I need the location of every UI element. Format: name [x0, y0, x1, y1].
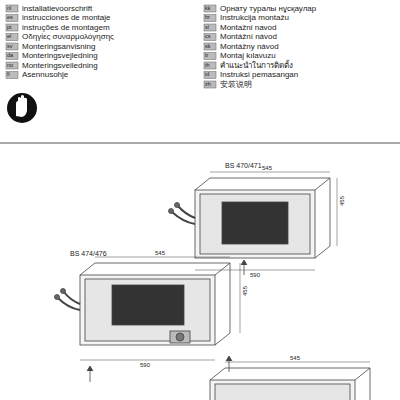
dimension-label: BS 474/476	[70, 250, 107, 257]
language-code: sl	[205, 25, 209, 31]
language-code: kk	[205, 6, 211, 12]
dimension-label: 545	[155, 250, 165, 256]
language-title: Asennusohje	[22, 71, 68, 79]
language-title: Monteringsanvisning	[22, 43, 95, 51]
language-title: คำแนะนำในการติดตั้ง	[220, 62, 293, 70]
dimension-label: 455	[339, 196, 345, 206]
language-title: instruções de montagem	[22, 24, 110, 32]
language-title: instrucciones de montaje	[22, 14, 111, 22]
language-code: da	[7, 53, 13, 59]
language-code: fi	[7, 72, 10, 78]
language-title: Οδηγίες συναρμολόγησης	[22, 33, 114, 41]
language-code: pt	[7, 25, 12, 31]
language-title: Instrukcija montažu	[220, 14, 289, 22]
language-code: nl	[7, 6, 11, 12]
language-title: Monteringsveiledning	[22, 62, 98, 70]
language-title: Montážní návod	[220, 33, 277, 41]
language-title: Орнату туралы нұсқаулар	[220, 5, 316, 13]
language-code: sv	[7, 44, 13, 50]
language-code: hr	[205, 15, 210, 21]
language-code: sk	[205, 44, 211, 50]
language-title: installatievoorschrift	[22, 5, 92, 13]
language-title: Instruksi pemasangan	[220, 71, 298, 79]
language-code: zh	[205, 82, 211, 88]
dimension-label: 455	[242, 286, 248, 296]
dimension-label: 590	[250, 272, 260, 278]
language-title: 安装说明	[220, 81, 252, 89]
language-title: Montažni navod	[220, 24, 276, 32]
language-code: no	[7, 63, 13, 69]
language-code: el	[7, 34, 11, 40]
language-code: es	[7, 15, 13, 21]
dimension-label: BS 470/471	[225, 162, 262, 169]
language-code: id	[205, 72, 209, 78]
language-code: th	[205, 63, 210, 69]
language-code: tr	[205, 53, 208, 59]
dimension-label: 590	[140, 362, 150, 368]
dimension-label: 545	[290, 355, 300, 361]
language-title: Montážny návod	[220, 43, 279, 51]
dimension-label: 545	[262, 165, 272, 171]
language-code: cs	[205, 34, 211, 40]
language-title: Monteringsvejledning	[22, 52, 98, 60]
language-title: Montaj kılavuzu	[220, 52, 276, 60]
